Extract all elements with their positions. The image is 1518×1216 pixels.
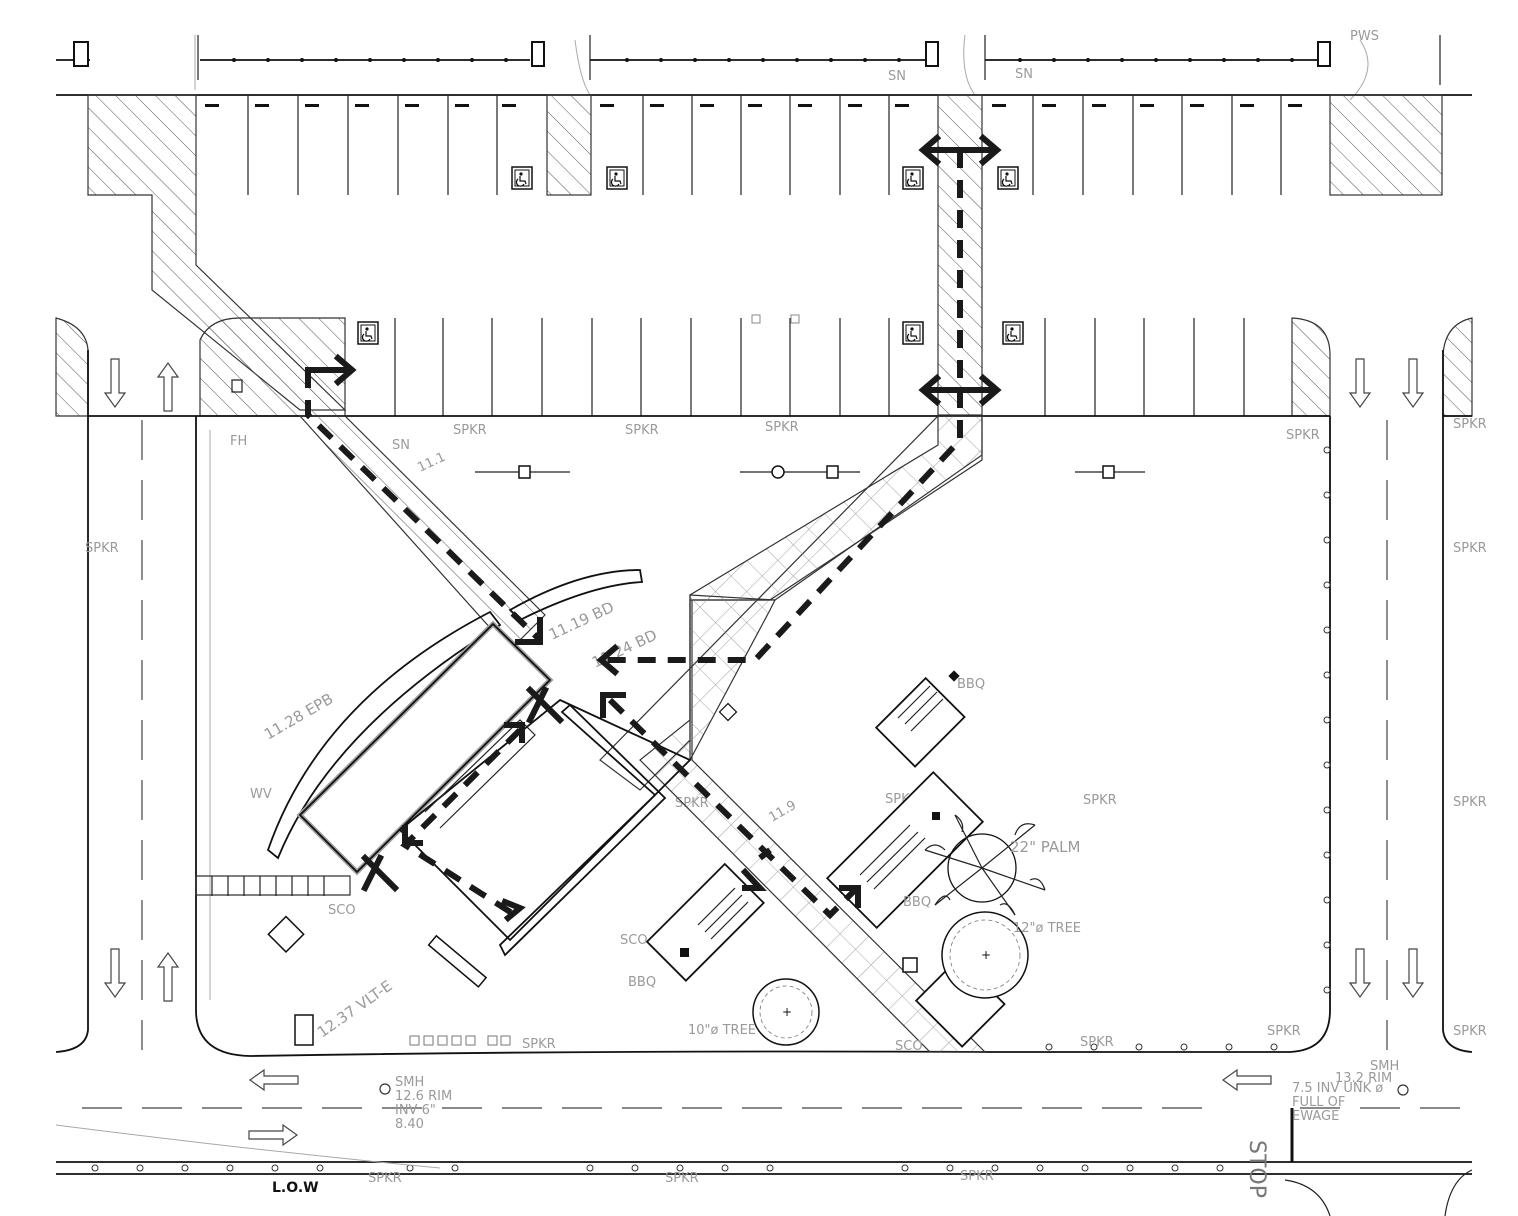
elevation-label: 12.37 VLT-E [314, 977, 396, 1042]
top-fences: PWS SN SN [56, 29, 1441, 101]
tree-icon: + + [752, 911, 1029, 1046]
smh-label: SMH [1370, 1059, 1399, 1074]
walkways [195, 379, 987, 1053]
spkr-label: SPKR [1080, 1035, 1114, 1050]
spkr-label: SPKR [453, 423, 487, 438]
svg-text:+: + [782, 1005, 792, 1019]
smh-note: EWAGE [1292, 1109, 1339, 1124]
sco-label: SCO [895, 1039, 923, 1054]
wv-label: WV [250, 787, 272, 802]
fire-hydrant-label: FH [230, 434, 247, 449]
spkr-label: SPKR [85, 541, 119, 556]
spkr-label: SPKR [1267, 1024, 1301, 1039]
spkr-label: SPKR [1083, 793, 1117, 808]
spkr-label: SPKR [1453, 1024, 1487, 1039]
smh-inv: INV 6" [395, 1103, 436, 1118]
smh-inv: 7.5 INV UNK ø [1292, 1081, 1383, 1096]
park-block: FH SN SPKR SPKR SPKR SPKR SPKR SPKR SPKR… [85, 416, 1487, 1057]
spkr-label: SPKR [960, 1169, 994, 1184]
spkr-label: SPKR [1286, 428, 1320, 443]
bbq-label: BBQ [957, 677, 985, 692]
palm-icon [924, 814, 1046, 916]
spkr-label: SPKR [368, 1171, 402, 1186]
spkr-label: SPKR [1453, 541, 1487, 556]
parking-lot [55, 94, 1473, 417]
svg-text:+: + [981, 948, 991, 962]
manhole-icon [379, 1083, 1409, 1096]
smh-rim: 12.6 RIM [395, 1089, 452, 1104]
spkr-label: SPKR [765, 420, 799, 435]
streets: STOP L.O.W SPKR SPKR SPKR [55, 350, 1473, 1216]
elevation-label: 11.28 EPB [261, 690, 336, 744]
accessible-parking-icon [357, 166, 1024, 345]
smh-label: SMH [395, 1075, 424, 1090]
elevation-label: 11.19 BD [546, 598, 617, 644]
pws-label: PWS [1350, 29, 1379, 44]
smh-elev: 8.40 [395, 1117, 424, 1132]
tree-label: 12"ø TREE [1013, 921, 1081, 936]
low-label: L.O.W [272, 1180, 319, 1196]
stop-marking: STOP [1244, 1140, 1269, 1198]
spkr-label: SPKR [1453, 795, 1487, 810]
spkr-label: SPKR [625, 423, 659, 438]
smh-note: FULL OF [1292, 1095, 1345, 1110]
smh-rim: 13.2 RIM [1335, 1071, 1392, 1086]
elevation-label: 11.24 BD [589, 626, 660, 672]
spkr-label: SPKR [1453, 417, 1487, 432]
elevation-label: 11.1 [415, 450, 448, 476]
sco-label: SCO [328, 903, 356, 918]
sn-label-1: SN [888, 69, 906, 84]
sn-label-2: SN [1015, 67, 1033, 82]
palm-label: 22" PALM [1010, 838, 1080, 856]
sco-label: SCO [620, 933, 648, 948]
central-structures [266, 569, 1006, 1048]
spkr-label: SPKR [665, 1171, 699, 1186]
tree-label: 10"ø TREE [688, 1023, 756, 1038]
sn-label-3: SN [392, 438, 410, 453]
accessible-route [305, 133, 1002, 923]
bbq-label: BBQ [903, 895, 931, 910]
spkr-label: SPKR [522, 1037, 556, 1052]
elevation-label: 11.9 [767, 798, 800, 825]
bbq-label: BBQ [628, 975, 656, 990]
